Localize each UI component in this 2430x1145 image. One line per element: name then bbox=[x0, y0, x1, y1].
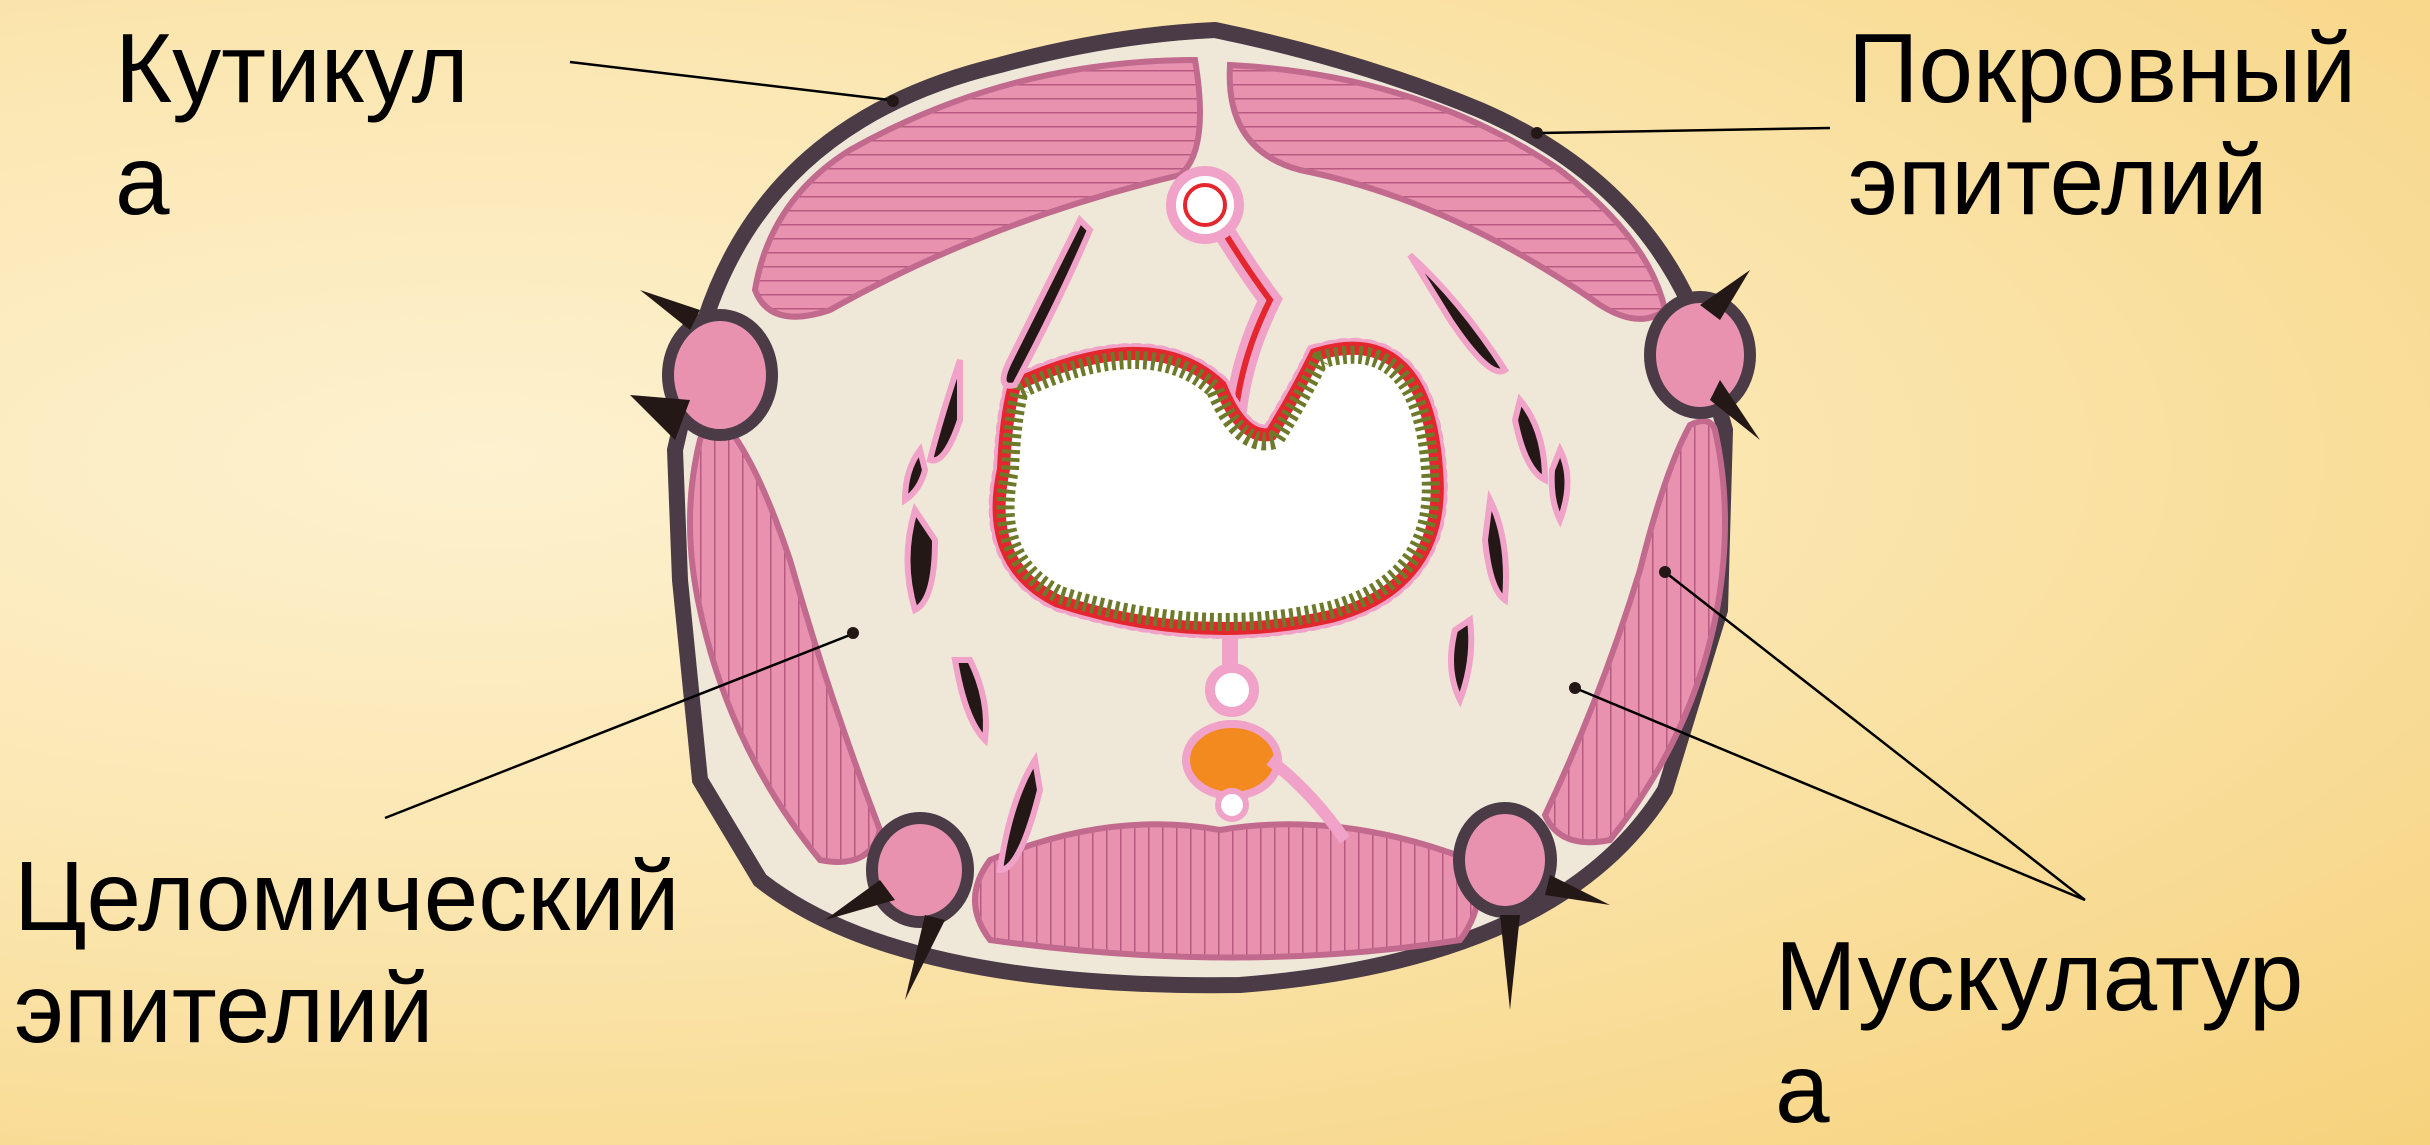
leader-integument bbox=[1540, 128, 1830, 133]
label-coelomic-line1: Целомический bbox=[14, 840, 680, 952]
leader-muscle-1 bbox=[1665, 572, 2085, 900]
label-muscle-line2: а bbox=[1775, 1032, 2303, 1144]
label-cuticle: Кутикул а bbox=[115, 12, 469, 236]
nerve-cord bbox=[1186, 724, 1278, 796]
leader-cuticle bbox=[570, 62, 890, 100]
intestine bbox=[1006, 355, 1431, 622]
label-muscle-line1: Мускулатур bbox=[1775, 920, 2303, 1032]
label-cuticle-line2: а bbox=[115, 124, 469, 236]
label-coelomic-epithelium: Целомический эпителий bbox=[14, 840, 680, 1064]
label-integument-line2: эпителий bbox=[1848, 124, 2356, 236]
label-integument-line1: Покровный bbox=[1848, 12, 2356, 124]
label-musculature: Мускулатур а bbox=[1775, 920, 2303, 1144]
label-integumentary-epithelium: Покровный эпителий bbox=[1848, 12, 2356, 236]
label-coelomic-line2: эпителий bbox=[14, 952, 680, 1064]
label-cuticle-line1: Кутикул bbox=[115, 12, 469, 124]
